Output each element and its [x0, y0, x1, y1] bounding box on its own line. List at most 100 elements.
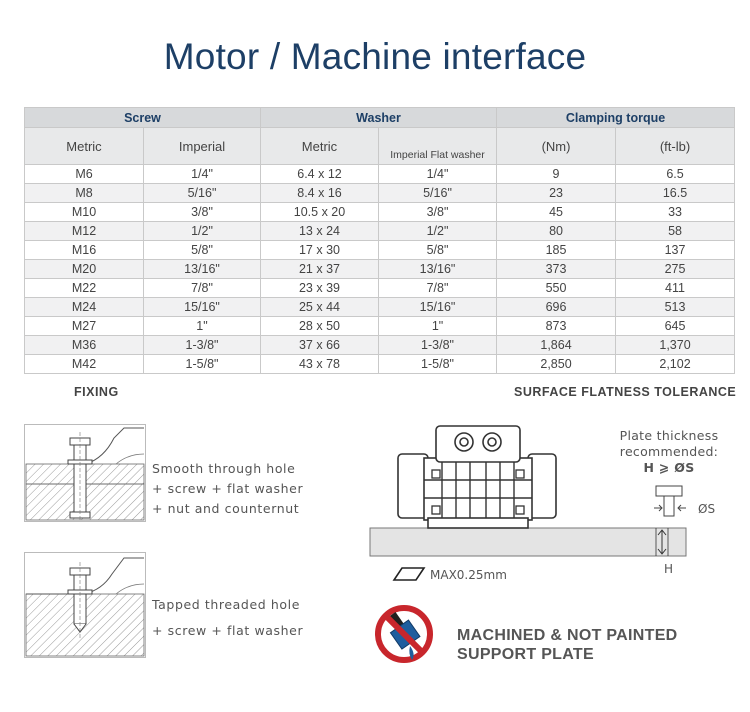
cell-washer-imperial: 13/16"	[377, 259, 498, 279]
cell-torque-ftlb: 411	[615, 278, 736, 298]
cell-washer-metric: 25 x 44	[260, 297, 379, 317]
cell-torque-ftlb: 513	[615, 297, 736, 317]
os-label: ØS	[698, 502, 716, 516]
cell-washer-imperial: 1-3/8"	[377, 335, 498, 355]
tapped-hole-line2: + screw + flat washer	[152, 623, 304, 638]
through-hole-line2: + screw + flat washer	[152, 481, 304, 496]
cell-torque-nm: 45	[496, 202, 617, 222]
cell-screw-imperial: 5/16"	[143, 183, 261, 203]
cell-screw-metric: M24	[24, 297, 144, 317]
col-header-torque-ftlb: (ft-lb)	[615, 127, 736, 165]
group-header-torque: Clamping torque	[496, 107, 736, 128]
flatness-label: SURFACE FLATNESS TOLERANCE	[514, 385, 737, 399]
cell-torque-ftlb: 58	[615, 221, 736, 241]
support-line2: SUPPORT PLATE	[457, 646, 594, 663]
cell-screw-metric: M8	[24, 183, 144, 203]
cell-screw-imperial: 7/8"	[143, 278, 261, 298]
col-header-washer-imperial: Imperial Flat washer	[377, 127, 498, 165]
plate-note-line2: recommended:	[619, 444, 719, 459]
cell-screw-metric: M22	[24, 278, 144, 298]
cell-screw-imperial: 1/2"	[143, 221, 261, 241]
cell-screw-imperial: 1/4"	[143, 164, 261, 184]
cell-torque-ftlb: 275	[615, 259, 736, 279]
col-header-torque-nm: (Nm)	[496, 127, 617, 165]
no-paint-icon	[375, 605, 433, 663]
cell-washer-imperial: 7/8"	[377, 278, 498, 298]
cell-screw-metric: M20	[24, 259, 144, 279]
cell-screw-metric: M10	[24, 202, 144, 222]
col-header-screw-metric: Metric	[24, 127, 144, 165]
cell-washer-metric: 23 x 39	[260, 278, 379, 298]
h-label: H	[664, 562, 674, 576]
cell-washer-metric: 6.4 x 12	[260, 164, 379, 184]
cell-torque-nm: 80	[496, 221, 617, 241]
cell-screw-imperial: 1-5/8"	[143, 354, 261, 374]
cell-torque-ftlb: 6.5	[615, 164, 736, 184]
bolt-diameter-icon	[654, 485, 686, 517]
cell-torque-nm: 2,850	[496, 354, 617, 374]
cell-screw-metric: M27	[24, 316, 144, 336]
col-header-washer-metric: Metric	[260, 127, 379, 165]
tapped-hole-title: Tapped threaded hole	[152, 597, 300, 612]
through-hole-title: Smooth through hole	[152, 461, 296, 476]
cell-screw-metric: M16	[24, 240, 144, 260]
cell-screw-metric: M42	[24, 354, 144, 374]
cell-washer-metric: 37 x 66	[260, 335, 379, 355]
cell-washer-imperial: 5/8"	[377, 240, 498, 260]
max-flatness-label: MAX0.25mm	[430, 568, 507, 582]
cell-torque-nm: 23	[496, 183, 617, 203]
support-line1: MACHINED & NOT PAINTED	[457, 627, 678, 644]
cell-screw-imperial: 1-3/8"	[143, 335, 261, 355]
cell-screw-imperial: 3/8"	[143, 202, 261, 222]
col-header-screw-imperial: Imperial	[143, 127, 261, 165]
cell-torque-ftlb: 645	[615, 316, 736, 336]
cell-washer-imperial: 1/4"	[377, 164, 498, 184]
cell-torque-nm: 185	[496, 240, 617, 260]
plate-note-line1: Plate thickness	[619, 428, 719, 443]
cell-torque-ftlb: 2,102	[615, 354, 736, 374]
cell-washer-imperial: 5/16"	[377, 183, 498, 203]
cell-washer-metric: 13 x 24	[260, 221, 379, 241]
cell-screw-imperial: 5/8"	[143, 240, 261, 260]
cell-torque-nm: 873	[496, 316, 617, 336]
through-hole-line3: + nut and counternut	[152, 501, 300, 516]
cell-screw-imperial: 15/16"	[143, 297, 261, 317]
cell-washer-metric: 43 x 78	[260, 354, 379, 374]
cell-screw-imperial: 13/16"	[143, 259, 261, 279]
through-hole-text: Smooth through hole + screw + flat washe…	[152, 459, 303, 519]
cell-screw-imperial: 1"	[143, 316, 261, 336]
cell-washer-imperial: 3/8"	[377, 202, 498, 222]
cell-washer-metric: 8.4 x 16	[260, 183, 379, 203]
cell-torque-nm: 1,864	[496, 335, 617, 355]
group-header-screw: Screw	[24, 107, 261, 128]
cell-washer-imperial: 1/2"	[377, 221, 498, 241]
cell-screw-metric: M12	[24, 221, 144, 241]
cell-washer-metric: 28 x 50	[260, 316, 379, 336]
cell-torque-nm: 9	[496, 164, 617, 184]
cell-torque-nm: 373	[496, 259, 617, 279]
flatness-symbol-icon	[392, 567, 426, 581]
cell-torque-ftlb: 16.5	[615, 183, 736, 203]
through-hole-diagram	[24, 424, 146, 522]
page-title: Motor / Machine interface	[163, 36, 587, 77]
cell-screw-metric: M36	[24, 335, 144, 355]
cell-torque-ftlb: 137	[615, 240, 736, 260]
spec-table: Screw Washer Clamping torque Metric Impe…	[24, 107, 736, 374]
support-plate-text: MACHINED & NOT PAINTED SUPPORT PLATE	[457, 626, 678, 664]
plate-note-line3: H ⩾ ØS	[643, 460, 695, 475]
fixing-label: FIXING	[74, 385, 119, 399]
cell-washer-metric: 10.5 x 20	[260, 202, 379, 222]
plate-thickness-note: Plate thickness recommended: H ⩾ ØS	[604, 428, 734, 476]
group-header-washer: Washer	[259, 107, 498, 128]
cell-washer-imperial: 1"	[377, 316, 498, 336]
cell-torque-ftlb: 1,370	[615, 335, 736, 355]
